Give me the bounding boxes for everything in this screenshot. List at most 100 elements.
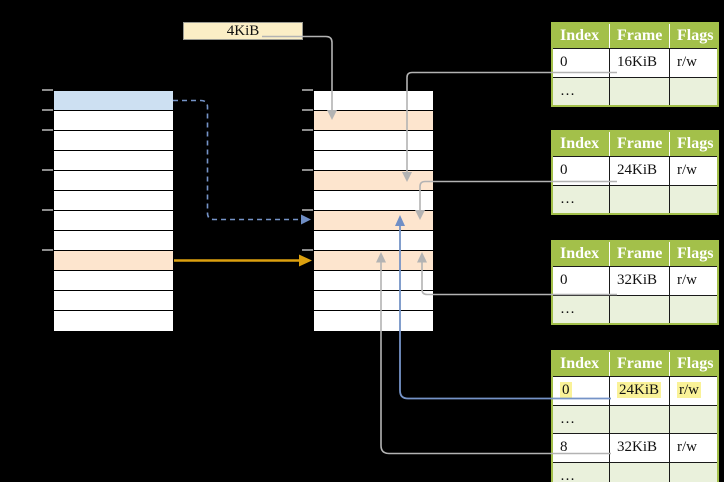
- table-row: 0 24KiB r/w: [553, 376, 717, 405]
- memory-cell: [54, 271, 173, 291]
- memory-cell: [54, 91, 173, 111]
- cell-value: …: [560, 82, 575, 99]
- highlighted-value: 24KiB: [617, 382, 662, 398]
- cell-value: 0: [560, 54, 568, 70]
- cell-value: 8: [560, 439, 568, 455]
- address-tick: [42, 169, 53, 171]
- table-cell: [610, 295, 670, 323]
- memory-cell: [54, 231, 173, 251]
- left-memory-column: [53, 90, 174, 332]
- arrowhead-blue-dashed: [301, 214, 311, 225]
- table-cell: [610, 185, 670, 213]
- memory-cell: [314, 111, 433, 131]
- column-header-frame: Frame: [610, 132, 670, 156]
- column-header-frame: Frame: [610, 242, 670, 266]
- address-tick: [302, 109, 313, 111]
- table-row: 0 16KiB r/w: [553, 48, 717, 77]
- memory-cell: [314, 231, 433, 251]
- memory-cell: [54, 291, 173, 311]
- cell-value: 16KiB: [617, 54, 658, 70]
- arrowhead-gold: [299, 254, 312, 267]
- cell-value: …: [560, 190, 575, 207]
- address-tick: [42, 249, 53, 251]
- table-cell: 0: [553, 49, 610, 77]
- memory-cell: [314, 191, 433, 211]
- cell-value: 32KiB: [617, 439, 658, 455]
- table-cell: 24KiB: [610, 157, 670, 185]
- table-cell: 24KiB: [610, 377, 670, 405]
- table-cell: r/w: [670, 157, 717, 185]
- memory-cell: [54, 151, 173, 171]
- cell-value: r/w: [677, 54, 697, 70]
- table-row: …: [553, 461, 717, 482]
- highlighted-value: r/w: [677, 382, 701, 398]
- table-cell: 0: [553, 377, 610, 405]
- cell-value: …: [560, 410, 575, 427]
- table-cell: [610, 77, 670, 105]
- table-cell: 16KiB: [610, 49, 670, 77]
- address-tick: [42, 209, 53, 211]
- address-tick: [42, 89, 53, 91]
- highlighted-value: 0: [560, 382, 572, 398]
- cell-value: 24KiB: [617, 162, 658, 178]
- table-cell: [670, 406, 717, 434]
- table-cell: …: [553, 295, 610, 323]
- memory-cell: [314, 151, 433, 171]
- cell-value: r/w: [677, 162, 697, 178]
- middle-memory-column: [313, 90, 434, 332]
- memory-cell: [314, 251, 433, 271]
- table-cell: …: [553, 462, 610, 482]
- table-cell: [670, 463, 717, 482]
- cell-value: 32KiB: [617, 272, 658, 288]
- column-header-flags: Flags: [677, 135, 714, 152]
- memory-cell: [314, 91, 433, 111]
- address-tick: [42, 109, 53, 111]
- address-tick: [42, 129, 53, 131]
- column-header-index: Index: [553, 24, 610, 48]
- column-header-index: Index: [553, 132, 610, 156]
- column-header-flags: Flags: [677, 27, 714, 44]
- table-cell: [610, 462, 670, 482]
- cell-value: r/w: [677, 272, 697, 288]
- table-cell: …: [553, 405, 610, 433]
- memory-cell: [314, 171, 433, 191]
- cell-value: r/w: [677, 439, 697, 455]
- address-tick: [302, 89, 313, 91]
- memory-cell: [54, 251, 173, 271]
- table-cell: r/w: [670, 49, 717, 77]
- address-tick: [302, 209, 313, 211]
- table-cell: …: [553, 77, 610, 105]
- table-cell: 32KiB: [610, 434, 670, 462]
- page-size-label-text: 4KiB: [226, 23, 260, 39]
- cell-value: 0: [560, 162, 568, 178]
- table-cell: [670, 186, 717, 214]
- column-header-flags: Flags: [677, 245, 714, 262]
- column-header-flags: Flags: [677, 355, 714, 372]
- table-cell: r/w: [670, 377, 717, 405]
- memory-cell: [54, 211, 173, 231]
- table-row: …: [553, 294, 717, 324]
- memory-cell: [54, 191, 173, 211]
- page-size-label: 4KiB: [183, 22, 303, 40]
- table-cell: 32KiB: [610, 267, 670, 295]
- arrow-blue-dashed-lookup: [173, 99, 300, 221]
- table-cell: [610, 405, 670, 433]
- address-tick: [302, 169, 313, 171]
- memory-cell: [54, 111, 173, 131]
- memory-cell: [314, 311, 433, 331]
- table-cell: [670, 296, 717, 324]
- memory-cell: [314, 131, 433, 151]
- memory-cell: [54, 171, 173, 191]
- table-row: …: [553, 76, 717, 105]
- table-row: 0 24KiB r/w: [553, 156, 717, 185]
- cell-value: …: [560, 467, 575, 482]
- column-header-index: Index: [553, 352, 610, 376]
